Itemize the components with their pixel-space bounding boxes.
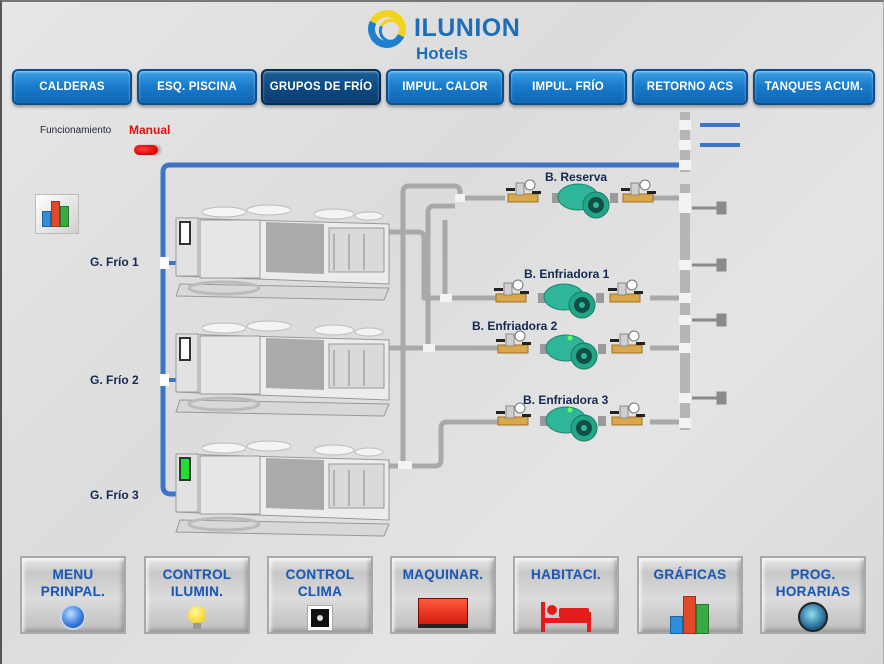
chiller-unit-1[interactable]: [174, 204, 392, 304]
programas-horarios-button[interactable]: PROG. HORARIAS: [760, 556, 866, 634]
mode-indicator-led[interactable]: [134, 145, 158, 155]
bed-icon: [539, 598, 593, 632]
button-label: PRINPAL.: [40, 584, 106, 599]
tab-retorno-acs[interactable]: RETORNO ACS: [632, 69, 748, 105]
chart-shortcut-button[interactable]: [35, 194, 79, 234]
brand-name: ILUNION: [414, 14, 521, 42]
outlet-nozzles: [692, 201, 727, 405]
button-label: MAQUINAR.: [402, 567, 484, 582]
pump-label: B. Reserva: [545, 170, 608, 184]
pump-label: B. Enfriadora 1: [524, 267, 610, 281]
tab-calderas[interactable]: CALDERAS: [12, 69, 132, 105]
top-navigation: CALDERAS ESQ. PISCINA GRUPOS DE FRÍO IMP…: [0, 68, 884, 106]
pump-reserva[interactable]: [551, 183, 619, 219]
thermostat-icon: [307, 605, 333, 631]
pump-label: B. Enfriadora 2: [472, 319, 558, 333]
chiller-unit-3[interactable]: [174, 440, 392, 540]
chiller-icon: [175, 320, 390, 417]
clock-icon: [798, 602, 828, 632]
chiller-icon: [175, 204, 390, 301]
tab-esq-piscina[interactable]: ESQ. PISCINA: [137, 69, 257, 105]
generator-icon: [418, 598, 468, 628]
chiller-label: G. Frío 3: [90, 488, 139, 502]
brand-logo: ILUNION Hotels: [362, 4, 526, 64]
button-label: CONTROL: [162, 567, 232, 582]
chiller-icon: [175, 440, 390, 537]
pump-enfriadora-1[interactable]: [537, 283, 605, 319]
tab-impul-calor[interactable]: IMPUL. CALOR: [386, 69, 504, 105]
brand-subtitle: Hotels: [416, 44, 468, 63]
running-indicator: [567, 407, 573, 413]
pipe-fitting: [160, 374, 169, 386]
chiller-label: G. Frío 1: [90, 255, 139, 269]
button-label: PROG.: [790, 567, 836, 582]
bar-chart-icon: [668, 592, 712, 634]
control-clima-button[interactable]: CONTROL CLIMA: [267, 556, 373, 634]
pump-enfriadora-2[interactable]: [539, 334, 607, 370]
tab-impul-frio[interactable]: IMPUL. FRÍO: [509, 69, 627, 105]
header-fittings: [398, 120, 691, 469]
button-label: HABITACI.: [531, 567, 601, 582]
button-label: CLIMA: [297, 584, 343, 599]
grey-supply-pipes: [388, 183, 682, 469]
menu-principal-button[interactable]: MENU PRINPAL.: [20, 556, 126, 634]
tab-tanques-acum[interactable]: TANQUES ACUM.: [753, 69, 875, 105]
tab-grupos-de-frio[interactable]: GRUPOS DE FRÍO: [261, 69, 381, 105]
light-bulb-icon: [188, 606, 206, 630]
home-orb-icon: [60, 604, 86, 630]
chiller-label: G. Frío 2: [90, 373, 139, 387]
control-iluminacion-button[interactable]: CONTROL ILUMIN.: [144, 556, 250, 634]
button-label: CONTROL: [285, 567, 355, 582]
habitaciones-button[interactable]: HABITACI.: [513, 556, 619, 634]
running-indicator: [567, 335, 573, 341]
pump-enfriadora-3[interactable]: [539, 406, 607, 442]
status-indicator: [179, 337, 191, 361]
mode-label: Funcionamiento: [40, 125, 112, 136]
pipe-fitting: [160, 257, 169, 269]
status-indicator: [179, 457, 191, 481]
button-label: HORARIAS: [775, 584, 851, 599]
button-label: MENU: [52, 567, 94, 582]
blue-return-pipe: [160, 162, 680, 497]
supply-header: [680, 184, 690, 430]
status-indicator: [179, 221, 191, 245]
graficas-button[interactable]: GRÁFICAS: [637, 556, 743, 634]
maquinaria-button[interactable]: MAQUINAR.: [390, 556, 496, 634]
chiller-unit-2[interactable]: [174, 320, 392, 420]
button-label: GRÁFICAS: [653, 567, 727, 582]
pump-label: B. Enfriadora 3: [523, 393, 609, 407]
button-label: ILUMIN.: [170, 584, 224, 599]
mode-value: Manual: [129, 123, 171, 137]
